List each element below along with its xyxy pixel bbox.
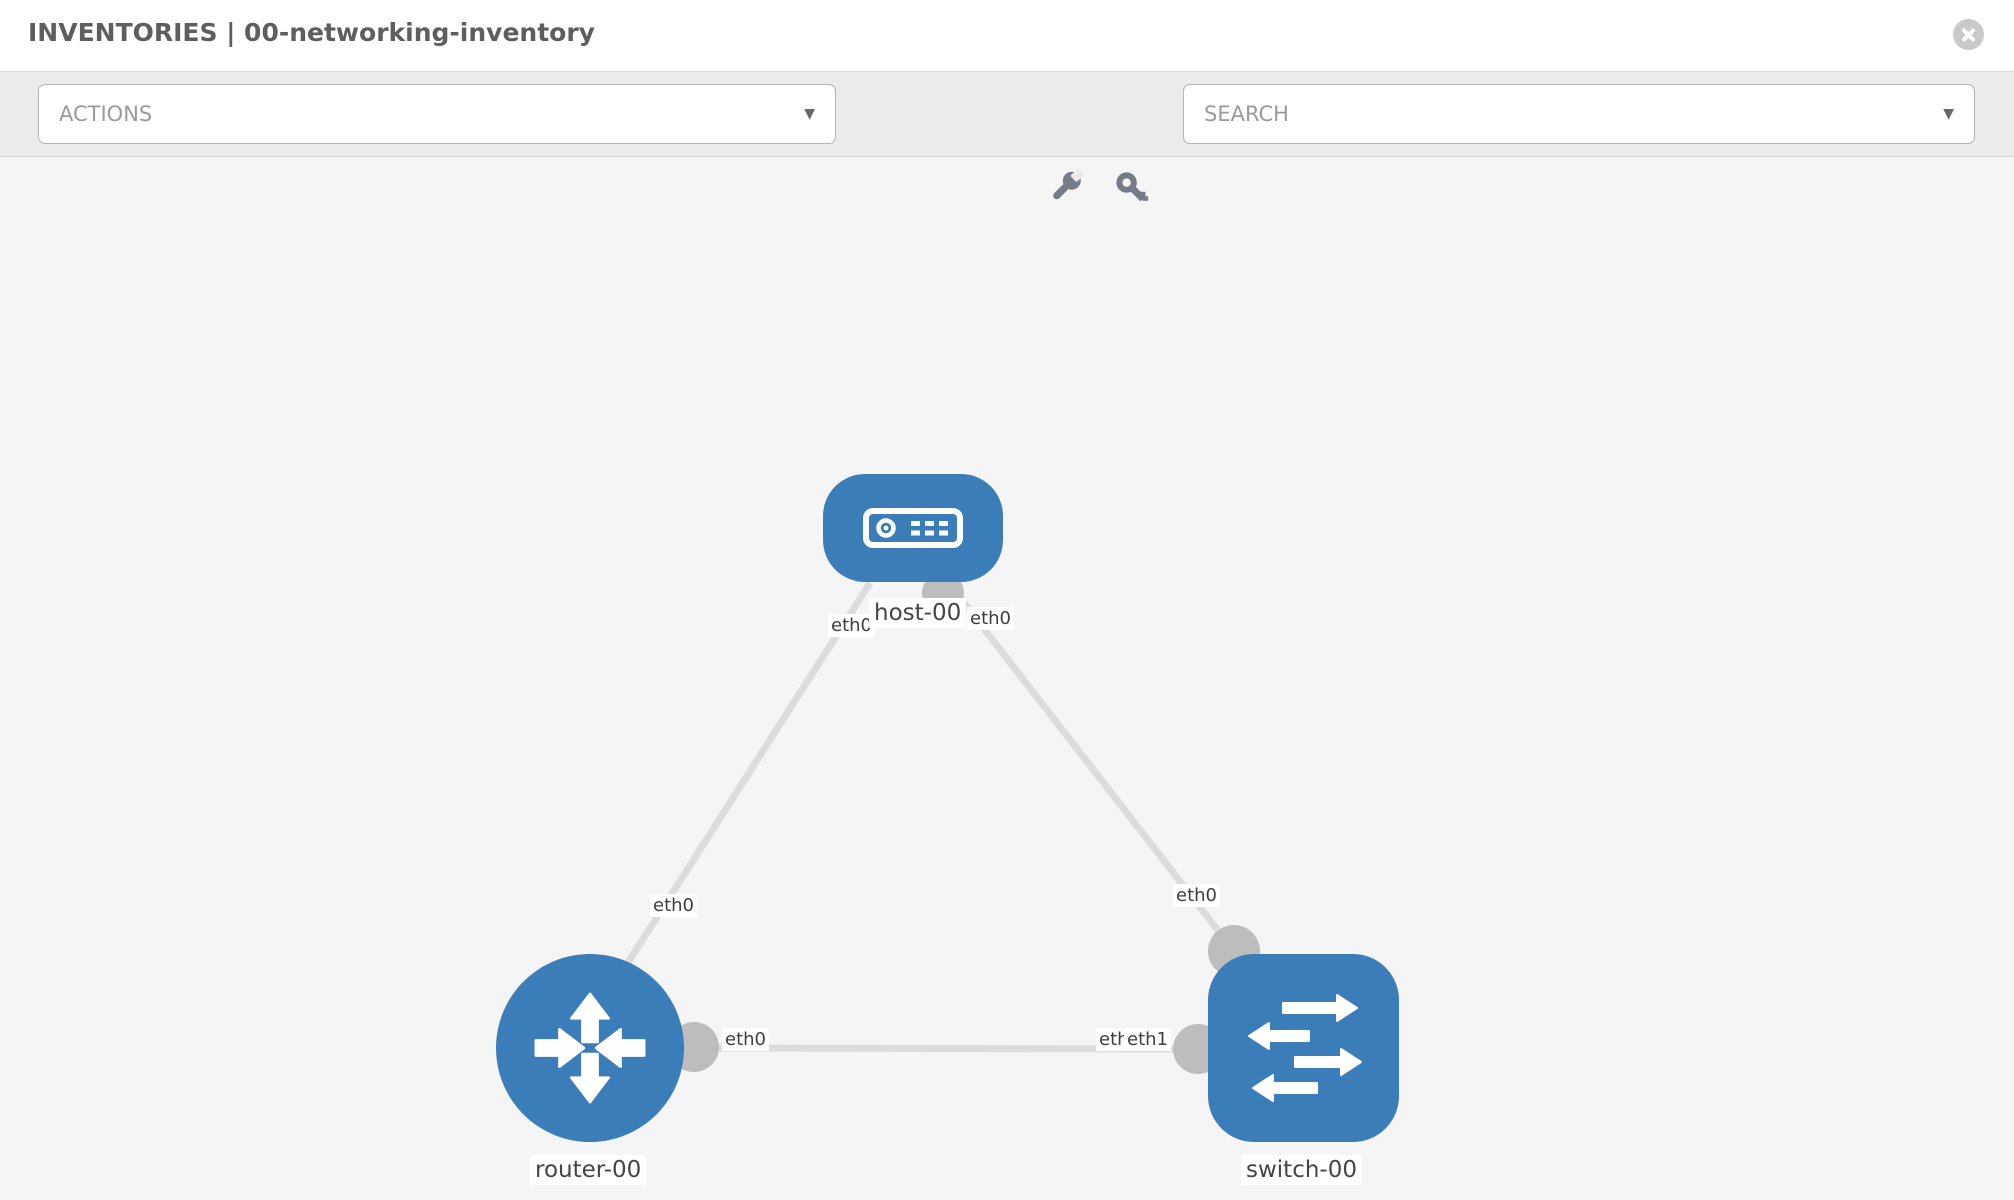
key-icon[interactable] [1114,170,1150,210]
page-title: INVENTORIES | 00-networking-inventory [28,18,595,47]
node-router[interactable] [496,954,684,1142]
toolbar: ACTIONS ▼ SEARCH ▼ [0,72,2014,202]
iface-label-switch-top: eth0 [1173,884,1220,907]
actions-dropdown-label: ACTIONS [59,102,153,126]
iface-label-host-left: eth0 [828,614,875,637]
page-header: INVENTORIES | 00-networking-inventory [0,0,2014,72]
close-icon[interactable] [1953,19,1984,50]
node-switch[interactable] [1208,954,1399,1142]
iface-label-router-right: eth0 [722,1028,769,1051]
node-label-host: host-00 [869,598,967,628]
actions-dropdown[interactable]: ACTIONS ▼ [38,84,836,144]
host-icon [863,508,963,548]
topology-canvas[interactable]: host-00 router-00 switch-00 eth0 eth0 et… [0,157,2014,1200]
wrench-icon[interactable] [1049,168,1085,210]
search-dropdown[interactable]: SEARCH ▼ [1183,84,1975,144]
router-icon [534,992,646,1104]
iface-label-host-right: eth0 [967,607,1014,630]
node-host[interactable] [823,474,1003,582]
search-dropdown-label: SEARCH [1204,102,1289,126]
iface-label-switch-left: eth1 [1124,1028,1171,1051]
node-label-switch: switch-00 [1241,1155,1362,1185]
topology-links-layer [619,572,1260,1074]
caret-down-icon: ▼ [1943,106,1954,122]
iface-label-router-top: eth0 [650,894,697,917]
switch-icon [1247,994,1362,1102]
node-label-router: router-00 [530,1155,647,1185]
caret-down-icon: ▼ [804,106,815,122]
